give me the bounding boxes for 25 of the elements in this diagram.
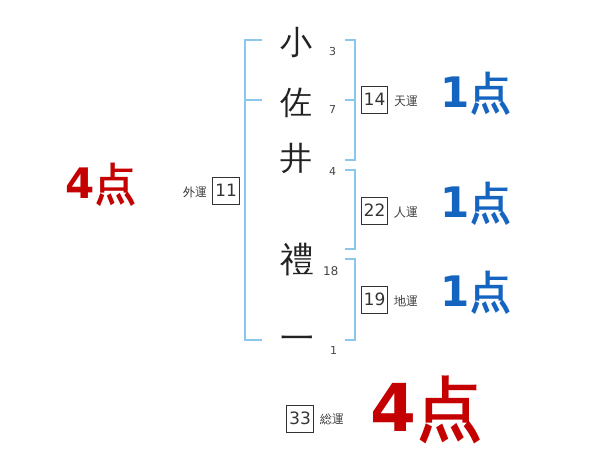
score-points: 1点: [440, 182, 512, 224]
fortune-number-box: 11: [212, 177, 240, 205]
fortune-number-box: 22: [361, 197, 388, 225]
stroke-count: 1: [330, 345, 337, 356]
fortune-label: 外運: [183, 186, 207, 198]
score-points: 1点: [440, 72, 512, 114]
name-character: 禮: [280, 243, 314, 277]
fortune-number-box: 14: [361, 86, 388, 114]
stroke-count: 3: [329, 46, 336, 57]
name-character: 一: [280, 322, 314, 356]
fortune-label: 人運: [394, 206, 418, 218]
score-points: 4点: [370, 376, 482, 442]
fortune-label: 総運: [320, 413, 344, 425]
fortune-label: 天運: [394, 95, 418, 107]
name-character: 井: [280, 142, 312, 174]
score-points: 4点: [65, 163, 136, 205]
fortune-number-box: 33: [286, 405, 314, 433]
fortune-number-box: 19: [361, 286, 388, 314]
stroke-count: 7: [329, 104, 336, 115]
name-character: 小: [280, 26, 312, 58]
name-character: 佐: [280, 86, 312, 118]
score-points: 1点: [440, 271, 512, 313]
fortune-label: 地運: [394, 295, 418, 307]
stroke-count: 4: [329, 166, 336, 177]
stroke-count: 18: [323, 265, 338, 277]
